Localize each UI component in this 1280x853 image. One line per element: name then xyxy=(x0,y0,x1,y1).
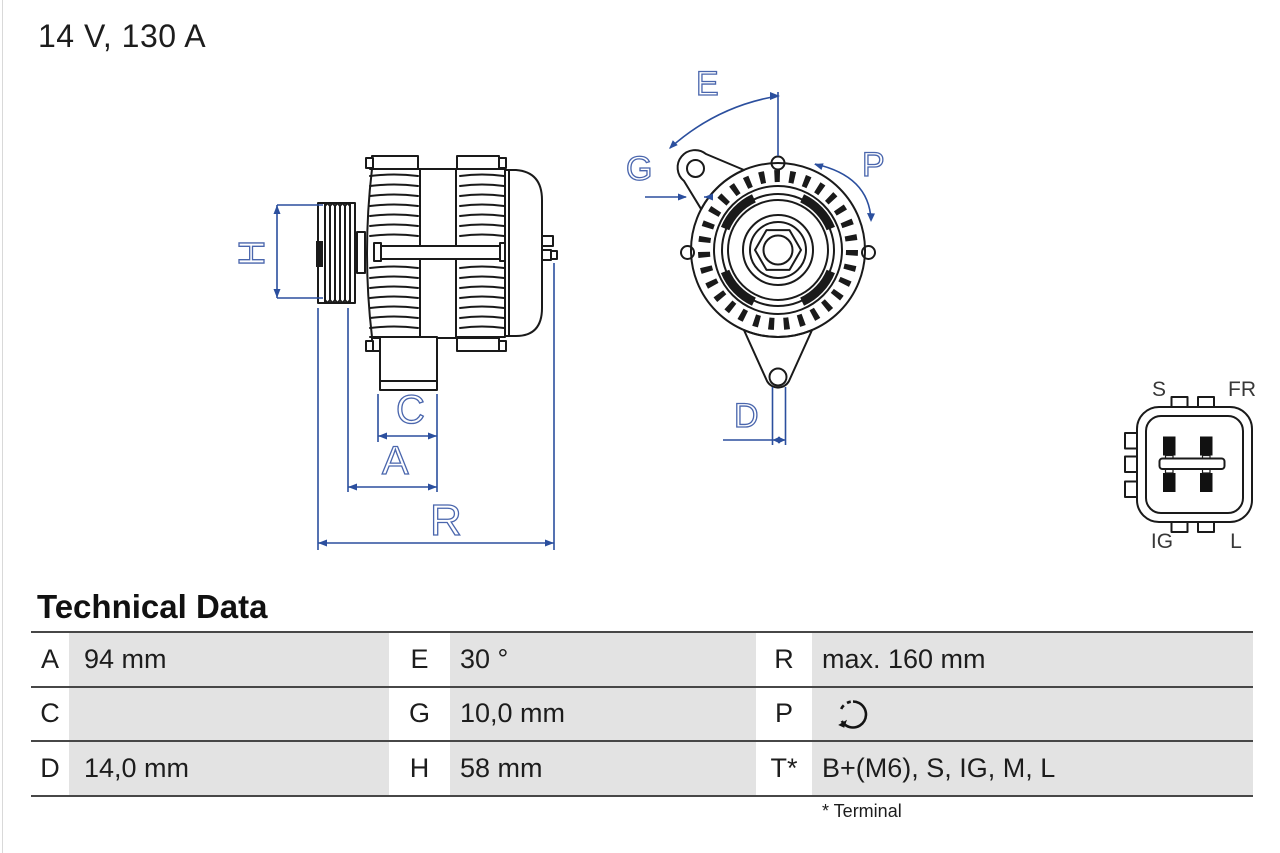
dim-key-p: P xyxy=(756,687,812,741)
alternator-front-view xyxy=(676,149,876,389)
dim-value-d: 14,0 mm xyxy=(69,742,389,795)
dim-key-e: E xyxy=(389,633,450,686)
dimension-label-A: A xyxy=(382,439,409,483)
dimension-label-D: D xyxy=(734,397,759,435)
dim-value-p xyxy=(812,687,1253,741)
terminal-footnote: * Terminal xyxy=(822,801,902,821)
dim-key-a: A xyxy=(31,633,69,686)
table-title: Technical Data xyxy=(37,588,268,625)
dim-value-c xyxy=(69,687,389,741)
rotation-direction-icon xyxy=(838,700,868,729)
table-row: A 94 mm E 30 ° R max. 160 mm xyxy=(31,631,1253,686)
table-row: D 14,0 mm H 58 mm T* B+(M6), S, IG, M, L xyxy=(31,740,1253,797)
dim-key-c: C xyxy=(31,687,69,741)
dimension-label-R: R xyxy=(430,496,462,545)
connector-pinout-diagram: S FR IG L xyxy=(1124,378,1256,553)
dim-value-r: max. 160 mm xyxy=(812,633,1253,686)
voltage-current-rating: 14 V, 130 A xyxy=(38,18,207,54)
dim-key-t: T* xyxy=(756,742,812,795)
pin-label-ig: IG xyxy=(1151,530,1173,553)
connector-pins xyxy=(1163,436,1213,492)
dim-key-g: G xyxy=(389,687,450,741)
dim-value-a: 94 mm xyxy=(69,633,389,686)
dimension-label-C: C xyxy=(396,388,425,432)
connector-body xyxy=(1124,396,1253,533)
dimension-label-G: G xyxy=(626,150,652,188)
alternator-technical-drawing: H C A R xyxy=(230,64,885,550)
dim-key-h: H xyxy=(389,742,450,795)
dim-value-g: 10,0 mm xyxy=(450,687,756,741)
b-plus-terminal-stud xyxy=(541,235,558,261)
pin-label-l: L xyxy=(1230,530,1242,553)
side-view-dimensions: H C A R xyxy=(230,204,555,550)
dimension-label-P: P xyxy=(862,146,885,184)
dimension-label-E: E xyxy=(696,65,719,103)
dim-key-d: D xyxy=(31,742,69,795)
pin-label-fr: FR xyxy=(1228,378,1256,401)
pin-label-s: S xyxy=(1152,378,1166,401)
dim-value-t: B+(M6), S, IG, M, L xyxy=(812,742,1253,795)
technical-data-table: A 94 mm E 30 ° R max. 160 mm C G 10,0 mm… xyxy=(31,631,1253,797)
dim-key-r: R xyxy=(756,633,812,686)
page-left-border xyxy=(2,0,3,853)
dimension-label-H: H xyxy=(231,240,272,266)
table-row: C G 10,0 mm P xyxy=(31,685,1253,741)
alternator-side-view xyxy=(316,155,558,391)
dim-value-h: 58 mm xyxy=(450,742,756,795)
dim-value-e: 30 ° xyxy=(450,633,756,686)
front-view-dimensions: E G P D xyxy=(625,64,885,445)
